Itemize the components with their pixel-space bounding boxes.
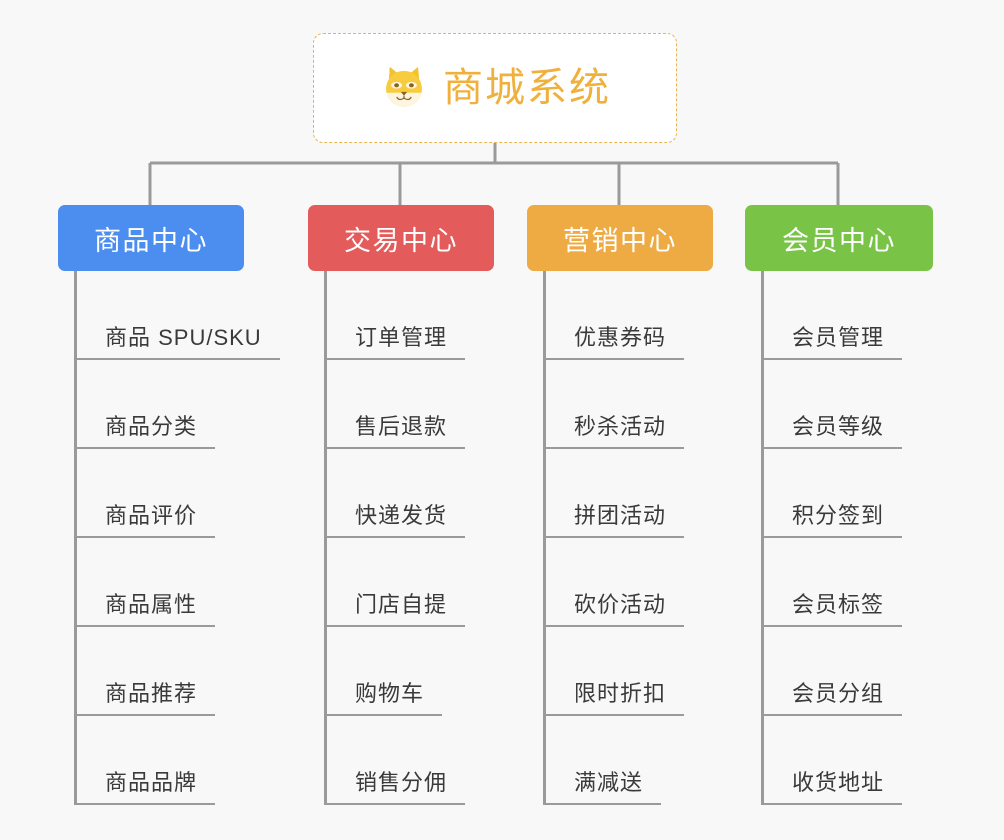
- leaf-underline: [77, 625, 216, 627]
- leaf-underline: [546, 358, 685, 360]
- list-item[interactable]: 售后退款: [327, 360, 528, 449]
- list-item[interactable]: 商品 SPU/SKU: [77, 271, 308, 360]
- leaf-underline: [327, 447, 466, 449]
- leaf-underline: [77, 714, 216, 716]
- leaf-label: 购物车: [327, 676, 443, 716]
- list-item[interactable]: 销售分佣: [327, 716, 528, 805]
- leaf-label: 会员管理: [764, 320, 903, 360]
- leaf-underline: [764, 625, 903, 627]
- leaf-label: 砍价活动: [546, 587, 685, 627]
- list-item[interactable]: 购物车: [327, 627, 528, 716]
- leaf-label: 秒杀活动: [546, 409, 685, 449]
- category-label-3: 会员中心: [782, 225, 896, 256]
- root-node[interactable]: 商城系统: [313, 33, 677, 143]
- leaf-label: 商品属性: [77, 587, 216, 627]
- leaf-label: 商品 SPU/SKU: [77, 320, 280, 360]
- list-item[interactable]: 会员分组: [764, 627, 975, 716]
- leaf-underline: [764, 536, 903, 538]
- category-column-0: 商品中心 商品 SPU/SKU 商品分类 商品评价 商品属性 商品推荐 商品品牌: [58, 205, 308, 805]
- category-label-0: 商品中心: [94, 225, 208, 256]
- list-item[interactable]: 秒杀活动: [546, 360, 745, 449]
- leaf-list-3: 会员管理 会员等级 积分签到 会员标签 会员分组 收货地址: [761, 271, 975, 805]
- list-item[interactable]: 商品品牌: [77, 716, 308, 805]
- leaf-label: 会员标签: [764, 587, 903, 627]
- leaf-underline: [77, 358, 280, 360]
- leaf-underline: [546, 714, 685, 716]
- list-item[interactable]: 快递发货: [327, 449, 528, 538]
- leaf-underline: [764, 447, 903, 449]
- leaf-underline: [77, 803, 216, 805]
- dog-face-icon: [386, 66, 422, 107]
- leaf-underline: [764, 803, 903, 805]
- category-header-2[interactable]: 营销中心: [527, 205, 713, 271]
- category-label-1: 交易中心: [344, 225, 458, 256]
- leaf-underline: [546, 625, 685, 627]
- leaf-label: 满减送: [546, 765, 662, 805]
- list-item[interactable]: 满减送: [546, 716, 745, 805]
- leaf-underline: [546, 803, 662, 805]
- leaf-label: 商品评价: [77, 498, 216, 538]
- leaf-list-0: 商品 SPU/SKU 商品分类 商品评价 商品属性 商品推荐 商品品牌: [74, 271, 308, 805]
- list-item[interactable]: 会员等级: [764, 360, 975, 449]
- leaf-label: 商品分类: [77, 409, 216, 449]
- leaf-label: 商品推荐: [77, 676, 216, 716]
- list-item[interactable]: 拼团活动: [546, 449, 745, 538]
- list-item[interactable]: 商品推荐: [77, 627, 308, 716]
- list-item[interactable]: 积分签到: [764, 449, 975, 538]
- list-item[interactable]: 商品分类: [77, 360, 308, 449]
- leaf-underline: [764, 358, 903, 360]
- category-label-2: 营销中心: [563, 225, 677, 256]
- leaf-underline: [546, 447, 685, 449]
- list-item[interactable]: 会员标签: [764, 538, 975, 627]
- leaf-label: 商品品牌: [77, 765, 216, 805]
- category-header-3[interactable]: 会员中心: [745, 205, 933, 271]
- leaf-list-2: 优惠券码 秒杀活动 拼团活动 砍价活动 限时折扣 满减送: [543, 271, 745, 805]
- list-item[interactable]: 商品属性: [77, 538, 308, 627]
- leaf-label: 收货地址: [764, 765, 903, 805]
- leaf-underline: [327, 714, 443, 716]
- leaf-underline: [764, 714, 903, 716]
- list-item[interactable]: 优惠券码: [546, 271, 745, 360]
- leaf-label: 售后退款: [327, 409, 466, 449]
- list-item[interactable]: 商品评价: [77, 449, 308, 538]
- leaf-label: 会员分组: [764, 676, 903, 716]
- category-header-0[interactable]: 商品中心: [58, 205, 244, 271]
- list-item[interactable]: 收货地址: [764, 716, 975, 805]
- list-item[interactable]: 砍价活动: [546, 538, 745, 627]
- category-column-2: 营销中心 优惠券码 秒杀活动 拼团活动 砍价活动 限时折扣 满减送: [527, 205, 745, 805]
- list-item[interactable]: 会员管理: [764, 271, 975, 360]
- list-item[interactable]: 门店自提: [327, 538, 528, 627]
- leaf-underline: [327, 536, 466, 538]
- category-header-1[interactable]: 交易中心: [308, 205, 494, 271]
- leaf-underline: [327, 625, 466, 627]
- root-label: 商城系统: [443, 66, 611, 110]
- leaf-label: 积分签到: [764, 498, 903, 538]
- leaf-label: 优惠券码: [546, 320, 685, 360]
- leaf-underline: [327, 803, 466, 805]
- leaf-underline: [546, 536, 685, 538]
- category-column-3: 会员中心 会员管理 会员等级 积分签到 会员标签 会员分组 收货地址: [745, 205, 975, 805]
- leaf-list-1: 订单管理 售后退款 快递发货 门店自提 购物车 销售分佣: [324, 271, 528, 805]
- leaf-label: 订单管理: [327, 320, 466, 360]
- leaf-label: 快递发货: [327, 498, 466, 538]
- leaf-label: 限时折扣: [546, 676, 685, 716]
- leaf-underline: [327, 358, 466, 360]
- leaf-label: 会员等级: [764, 409, 903, 449]
- leaf-label: 拼团活动: [546, 498, 685, 538]
- leaf-underline: [77, 536, 216, 538]
- list-item[interactable]: 限时折扣: [546, 627, 745, 716]
- list-item[interactable]: 订单管理: [327, 271, 528, 360]
- leaf-underline: [77, 447, 216, 449]
- leaf-label: 门店自提: [327, 587, 466, 627]
- category-column-1: 交易中心 订单管理 售后退款 快递发货 门店自提 购物车 销售分佣: [308, 205, 528, 805]
- leaf-label: 销售分佣: [327, 765, 466, 805]
